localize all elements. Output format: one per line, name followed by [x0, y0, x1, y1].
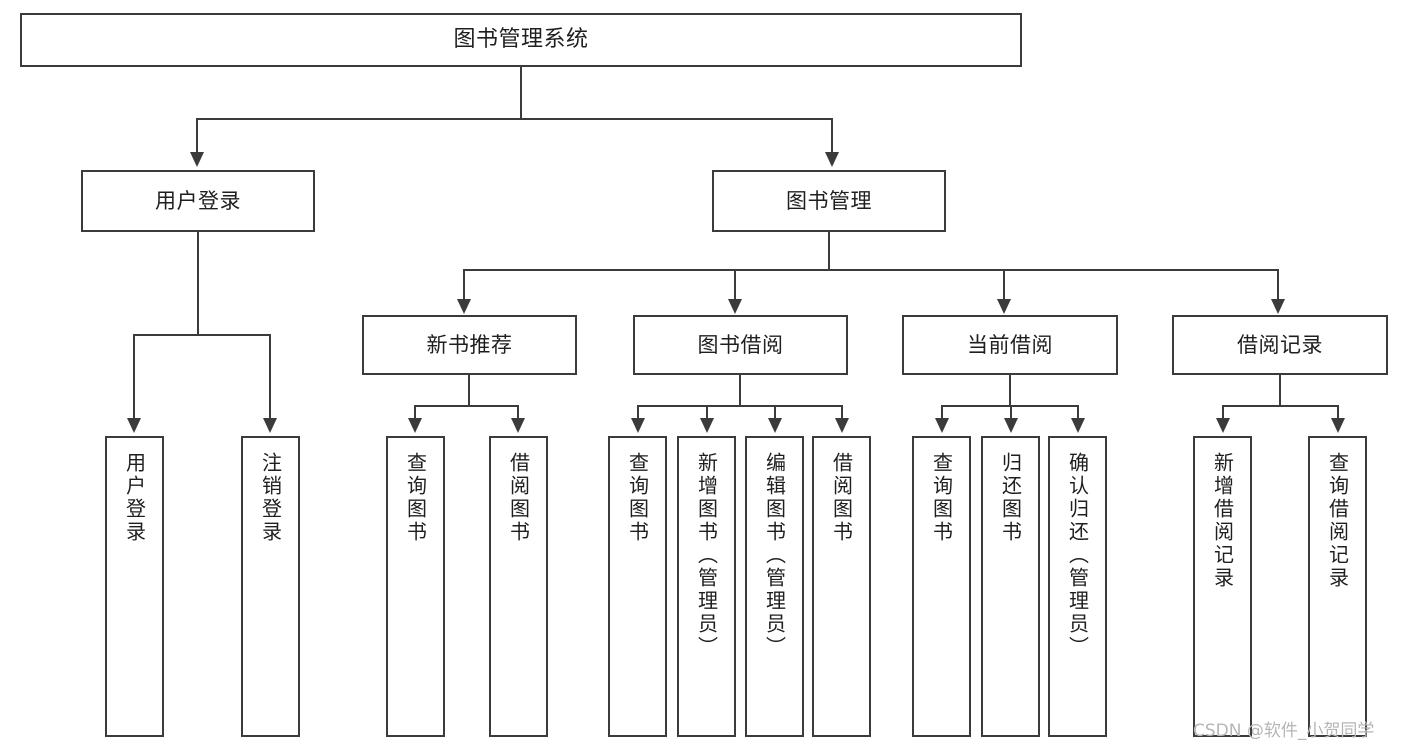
arrowhead-new-book-rec-leaf-1 — [408, 418, 422, 433]
connector-book-borrow-bus — [637, 405, 843, 407]
connector-book-borrow-drop-3 — [774, 405, 776, 419]
node-borrow-record[interactable]: 借阅记录 — [1172, 315, 1388, 375]
connector-book-borrow-drop-4 — [841, 405, 843, 419]
node-leaf-edit-book[interactable]: 编辑图书（管理员） — [745, 436, 804, 737]
connector-book-manage-drop-2 — [734, 269, 736, 300]
node-leaf-borrow-book-new[interactable]: 借阅图书 — [489, 436, 548, 737]
connector-current-borrow-stem — [1009, 375, 1011, 406]
arrowhead-current-borrow-leaf-2 — [1004, 418, 1018, 433]
node-leaf-add-borrow-record-label: 新增借阅记录 — [1210, 452, 1235, 590]
node-leaf-borrow-book-2-label: 借阅图书 — [829, 452, 854, 544]
node-leaf-query-borrow-record-label: 查询借阅记录 — [1325, 452, 1350, 590]
node-leaf-query-book-new[interactable]: 查询图书 — [386, 436, 445, 737]
node-current-borrow[interactable]: 当前借阅 — [902, 315, 1118, 375]
connector-root-bus — [196, 118, 833, 120]
node-leaf-edit-book-label: 编辑图书（管理员） — [762, 452, 787, 659]
arrowhead-user-login-leaf-2 — [263, 418, 277, 433]
node-book-borrow[interactable]: 图书借阅 — [633, 315, 848, 375]
node-user-login[interactable]: 用户登录 — [81, 170, 315, 232]
connector-new-book-rec-bus — [414, 405, 518, 407]
connector-book-borrow-stem — [739, 375, 741, 406]
connector-current-borrow-drop-2 — [1010, 405, 1012, 419]
arrowhead-book-borrow-leaf-2 — [700, 418, 714, 433]
node-book-manage[interactable]: 图书管理 — [712, 170, 946, 232]
node-borrow-record-label: 借阅记录 — [1237, 332, 1323, 357]
connector-book-borrow-drop-2 — [706, 405, 708, 419]
connector-new-book-rec-stem — [468, 375, 470, 406]
node-leaf-query-book-current-label: 查询图书 — [929, 452, 954, 544]
node-leaf-user-login[interactable]: 用户登录 — [105, 436, 164, 737]
connector-book-manage-bus — [463, 269, 1279, 271]
node-leaf-confirm-return[interactable]: 确认归还（管理员） — [1048, 436, 1107, 737]
node-current-borrow-label: 当前借阅 — [967, 332, 1053, 357]
node-new-book-recommend[interactable]: 新书推荐 — [362, 315, 577, 375]
node-leaf-return-book-label: 归还图书 — [998, 452, 1023, 544]
connector-book-manage-drop-3 — [1003, 269, 1005, 300]
node-leaf-query-book-current[interactable]: 查询图书 — [912, 436, 971, 737]
arrowhead-current-borrow-leaf-1 — [935, 418, 949, 433]
node-leaf-borrow-book-new-label: 借阅图书 — [506, 452, 531, 544]
arrowhead-borrow-record-leaf-2 — [1331, 418, 1345, 433]
arrowhead-book-manage-child-3 — [997, 299, 1011, 314]
node-book-borrow-label: 图书借阅 — [697, 332, 784, 357]
node-book-manage-label: 图书管理 — [786, 188, 872, 213]
connector-book-borrow-drop-1 — [637, 405, 639, 419]
arrowhead-book-manage-child-4 — [1271, 299, 1285, 314]
arrowhead-user-login-leaf-1 — [127, 418, 141, 433]
node-leaf-query-borrow-record[interactable]: 查询借阅记录 — [1308, 436, 1367, 737]
node-leaf-query-book-new-label: 查询图书 — [403, 452, 428, 544]
arrowhead-book-borrow-leaf-3 — [768, 418, 782, 433]
node-leaf-logout-login-label: 注销登录 — [258, 452, 283, 544]
node-root-system-label: 图书管理系统 — [453, 27, 589, 53]
connector-user-login-drop-1 — [133, 334, 135, 419]
arrowhead-root-to-book-manage — [825, 152, 839, 167]
arrowhead-book-borrow-leaf-1 — [631, 418, 645, 433]
connector-book-manage-stem — [828, 232, 830, 270]
arrowhead-root-to-user-login — [190, 152, 204, 167]
arrowhead-new-book-rec-leaf-2 — [511, 418, 525, 433]
node-leaf-borrow-book-2[interactable]: 借阅图书 — [812, 436, 871, 737]
node-root-system[interactable]: 图书管理系统 — [20, 13, 1022, 67]
connector-borrow-record-drop-1 — [1222, 405, 1224, 419]
node-leaf-query-book-borrow[interactable]: 查询图书 — [608, 436, 667, 737]
node-leaf-return-book[interactable]: 归还图书 — [981, 436, 1040, 737]
node-new-book-recommend-label: 新书推荐 — [426, 332, 513, 357]
node-leaf-query-book-borrow-label: 查询图书 — [625, 452, 650, 544]
connector-book-manage-drop-4 — [1277, 269, 1279, 300]
node-leaf-user-login-label: 用户登录 — [122, 452, 147, 544]
connector-user-login-drop-2 — [269, 334, 271, 419]
node-leaf-logout-login[interactable]: 注销登录 — [241, 436, 300, 737]
connector-borrow-record-bus — [1222, 405, 1339, 407]
node-user-login-label: 用户登录 — [155, 188, 241, 213]
connector-current-borrow-drop-3 — [1077, 405, 1079, 419]
connector-borrow-record-drop-2 — [1337, 405, 1339, 419]
connector-root-to-user-login — [196, 118, 198, 155]
csdn-watermark: CSDN @软件_小贺同学 — [1193, 721, 1375, 741]
connector-root-stem — [520, 67, 522, 120]
connector-borrow-record-stem — [1279, 375, 1281, 406]
node-leaf-add-book-label: 新增图书（管理员） — [694, 452, 719, 659]
connector-new-book-rec-drop-1 — [414, 405, 416, 419]
node-leaf-add-borrow-record[interactable]: 新增借阅记录 — [1193, 436, 1252, 737]
arrowhead-book-borrow-leaf-4 — [835, 418, 849, 433]
arrowhead-borrow-record-leaf-1 — [1216, 418, 1230, 433]
arrowhead-book-manage-child-1 — [457, 299, 471, 314]
connector-root-to-book-manage — [831, 118, 833, 155]
connector-user-login-bus — [133, 334, 270, 336]
node-leaf-confirm-return-label: 确认归还（管理员） — [1065, 452, 1090, 659]
connector-new-book-rec-drop-2 — [517, 405, 519, 419]
arrowhead-current-borrow-leaf-3 — [1071, 418, 1085, 433]
arrowhead-book-manage-child-2 — [728, 299, 742, 314]
connector-book-manage-drop-1 — [463, 269, 465, 300]
connector-current-borrow-drop-1 — [941, 405, 943, 419]
node-leaf-add-book[interactable]: 新增图书（管理员） — [677, 436, 736, 737]
connector-user-login-stem — [197, 232, 199, 335]
